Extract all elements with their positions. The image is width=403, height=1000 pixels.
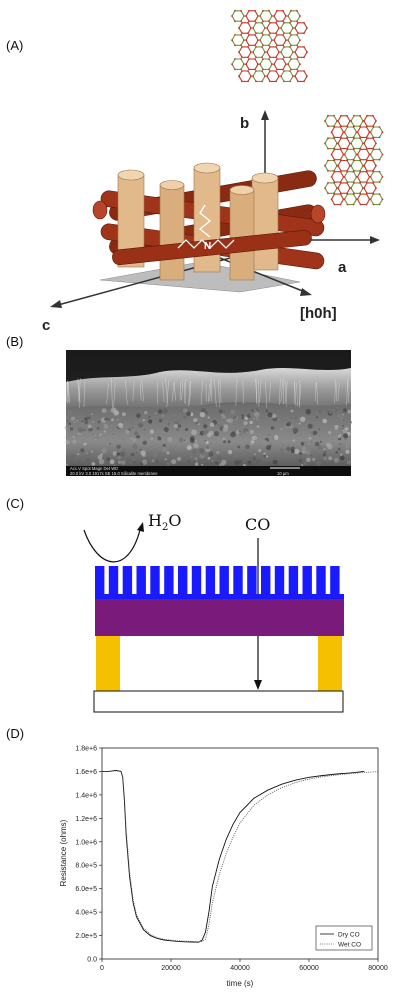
axis-a-arrowhead [370, 236, 380, 244]
co-arrowhead [254, 680, 262, 690]
y-tick-label: 1.4e+6 [75, 792, 97, 799]
zeolite-crystal [108, 566, 119, 596]
left-support [96, 636, 120, 691]
axis-c-label: c [42, 317, 50, 334]
right-support [318, 636, 342, 691]
panel-d-label: (D) [6, 726, 24, 741]
zeolite-crystal [330, 566, 340, 596]
zeolite-crystal [316, 566, 326, 596]
axis-b-label: b [240, 115, 249, 132]
zeolite-crystal [288, 566, 299, 596]
zeolite-base [95, 594, 344, 599]
front-channel [112, 229, 312, 266]
x-tick-label: 20000 [161, 965, 181, 972]
zeolite-crystal [233, 566, 243, 596]
resistance-chart: 0.0 2.0e+5 4.0e+5 6.0e+5 8.0e+5 1.0e+6 1.2e+6 1… [59, 746, 388, 989]
y-tick-label: 0.0 [87, 957, 97, 964]
legend-dry-label: Dry CO [338, 932, 360, 939]
zeolite-crystal [274, 566, 285, 596]
axis-c-arrowhead [50, 300, 62, 308]
x-axis-ticks: 0 20000 40000 60000 80000 [100, 959, 388, 972]
y-tick-label: 2.0e+5 [75, 933, 97, 940]
zeolite-crystal [247, 566, 257, 596]
chart-series [102, 769, 379, 943]
zeolite-crystal [136, 566, 146, 596]
panel-b-label: (B) [6, 334, 23, 349]
axis-a-label: a [338, 259, 347, 276]
y-tick-label: 1.0e+6 [75, 839, 97, 846]
h2o-label: H2O [148, 511, 181, 533]
framework-top-view [231, 9, 308, 83]
series-line-wet-co [102, 770, 379, 943]
template-chain [198, 204, 212, 238]
axis-b-arrowhead [261, 110, 269, 120]
x-tick-label: 40000 [230, 965, 250, 972]
zeolite-crystal [219, 566, 229, 596]
y-tick-label: 1.6e+6 [75, 769, 97, 776]
legend-wet-label: Wet CO [338, 942, 361, 949]
substrate [93, 690, 344, 713]
y-tick-label: 8.0e+5 [75, 863, 97, 870]
sem-scale-label: 10 µm [277, 471, 289, 476]
zeolite-crystal [205, 566, 216, 596]
sem-micrograph: Acc.V Spot Magn Det WD 20.0 kV 3.0 1917x… [64, 350, 352, 476]
zeolite-crystal [191, 566, 202, 596]
axis-h0h-label: [h0h] [300, 305, 337, 322]
axis-h0h-arrowhead [300, 288, 312, 296]
legend-box [315, 925, 373, 951]
chart-legend: Dry CO Wet CO [315, 925, 373, 951]
series-line-dry-co [102, 769, 365, 943]
x-tick-label: 60000 [299, 965, 319, 972]
h2o-deflection-curve [83, 529, 141, 563]
zeolite-crystal [302, 566, 312, 596]
zeolite-crystal [95, 566, 105, 596]
framework-side-view [324, 114, 384, 206]
panel-a-label: (A) [6, 38, 23, 53]
zeolite-crystal [261, 566, 271, 596]
y-tick-label: 1.2e+6 [75, 816, 97, 823]
y-axis-label: Resistance (ohms) [59, 819, 68, 886]
x-axis-label: time (s) [227, 979, 254, 988]
zeolite-crystal [178, 566, 188, 596]
y-tick-label: 1.8e+6 [75, 746, 97, 753]
co-label: CO [245, 515, 270, 534]
panel-c-label: (C) [6, 496, 24, 511]
y-axis-ticks: 0.0 2.0e+5 4.0e+5 6.0e+5 8.0e+5 1.0e+6 1.2e+6 1… [75, 746, 102, 964]
x-tick-label: 0 [100, 965, 104, 972]
sem-info-text: Acc.V Spot Magn Det WD [70, 466, 118, 471]
zeolite-crystal [150, 566, 160, 596]
sensor-schematic: H2O CO [83, 511, 344, 713]
nitrogen-atom-label: N [204, 241, 211, 252]
x-tick-label: 80000 [368, 965, 388, 972]
zeolite-layer [95, 566, 340, 596]
sem-params-text: 20.0 kV 3.0 1917x SE 15.0 Silicalite mem… [70, 471, 158, 476]
panel-a-diagram: N b a c [h0h] [42, 9, 384, 334]
sensing-membrane [95, 599, 344, 636]
y-tick-label: 4.0e+5 [75, 910, 97, 917]
y-tick-label: 6.0e+5 [75, 886, 97, 893]
zeolite-crystal [164, 566, 174, 596]
h2o-arrowhead [137, 522, 144, 532]
zeolite-crystal [122, 566, 133, 596]
template-molecule [177, 239, 235, 249]
